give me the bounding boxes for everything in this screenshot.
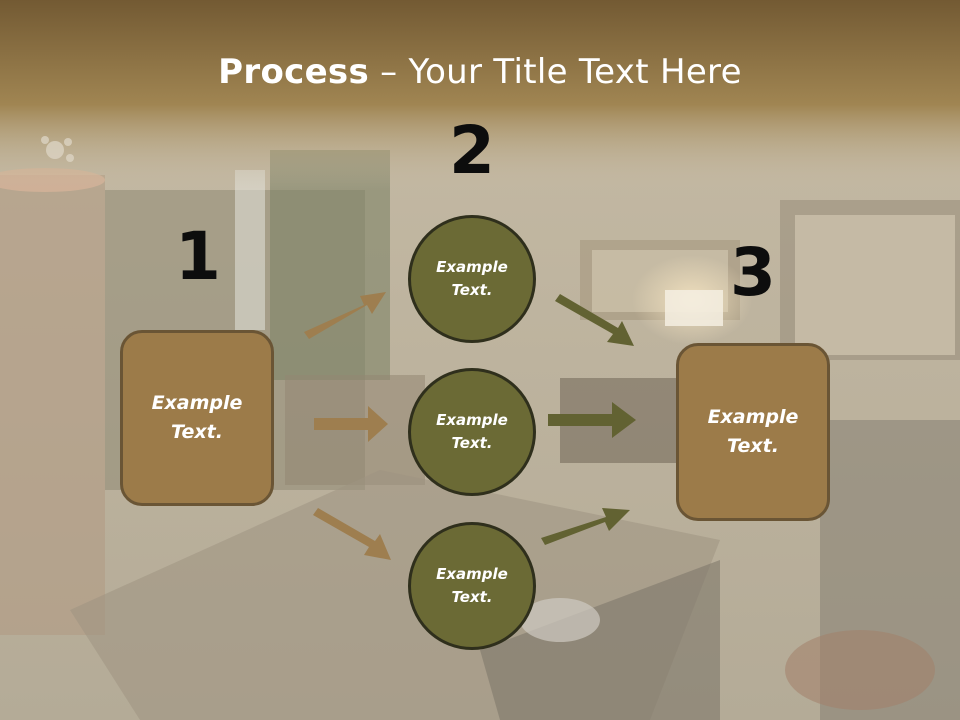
step-number-1: 1 — [175, 218, 221, 295]
arrow-1-to-middle — [314, 406, 388, 442]
end-box-text: Example Text. — [707, 406, 799, 457]
step-number-3: 3 — [730, 234, 776, 311]
circle-top-text: Example Text. — [436, 258, 508, 299]
start-box: Example Text. — [120, 330, 274, 506]
arrow-top-to-3 — [555, 294, 634, 346]
arrow-1-to-bottom — [313, 508, 391, 560]
step-circle-top: Example Text. — [408, 215, 536, 343]
step-circle-middle: Example Text. — [408, 368, 536, 496]
circle-bottom-text: Example Text. — [436, 565, 508, 606]
title-bold: Process — [218, 52, 370, 92]
arrow-bottom-to-3 — [541, 508, 630, 545]
arrow-1-to-top — [304, 292, 386, 339]
title-rest: – Your Title Text Here — [369, 52, 742, 92]
circle-middle-text: Example Text. — [436, 411, 508, 452]
slide-title: Process – Your Title Text Here — [0, 52, 960, 92]
step-circle-bottom: Example Text. — [408, 522, 536, 650]
start-box-text: Example Text. — [151, 392, 243, 443]
arrow-middle-to-3 — [548, 402, 636, 438]
end-box: Example Text. — [676, 343, 830, 521]
step-number-2: 2 — [449, 112, 495, 189]
